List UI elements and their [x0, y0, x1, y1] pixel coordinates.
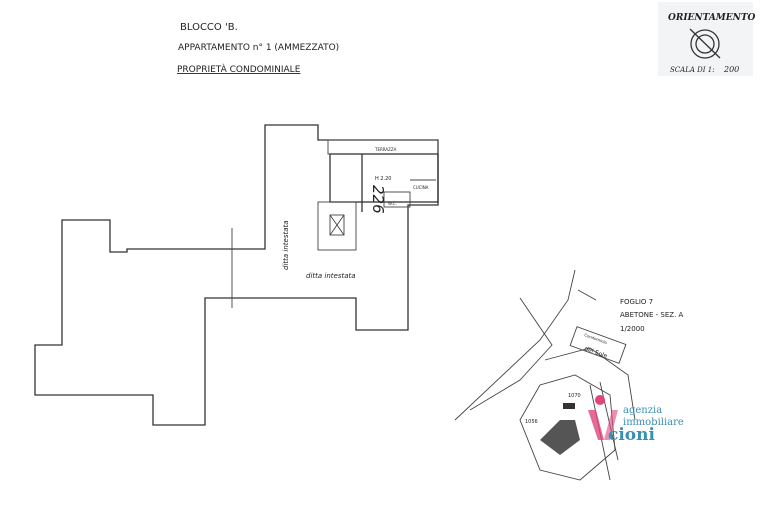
parcel-2: 1070: [568, 393, 581, 399]
map-scale-label: 1/2000: [620, 325, 645, 333]
terrace-label: TERRAZZA: [374, 147, 397, 152]
orientation-title: ORIENTAMENTO: [668, 13, 756, 23]
neighbor-label-horizontal: ditta intestata: [306, 272, 356, 280]
height-label: H 2.20: [375, 176, 391, 182]
logo-line2: immobiliare: [623, 417, 684, 428]
sheet-label: FOGLIO 7: [620, 298, 653, 306]
road-label-2: del Sole: [583, 345, 608, 360]
ownership-label: PROPRIETÀ CONDOMINIALE: [177, 63, 301, 75]
site-map: [454, 269, 636, 481]
orientation-box: [658, 2, 753, 76]
compass-icon: [689, 28, 721, 59]
wc-label: W.C.: [388, 201, 397, 206]
building-outline: [34, 124, 439, 426]
neighbor-label-vertical: ditta intestata: [282, 220, 290, 270]
scale-label: SCALA DI 1:: [670, 66, 715, 74]
agency-logo: agenzia immobiliare cioni: [588, 395, 684, 445]
parcel-1: 1056: [525, 419, 538, 425]
apartment-unit: [317, 139, 439, 251]
scale-value: 200: [723, 65, 739, 74]
logo-line3: cioni: [608, 425, 656, 445]
block-label: BLOCCO 'B.: [180, 22, 238, 33]
apartment-label: APPARTAMENTO n° 1 (AMMEZZATO): [178, 43, 339, 53]
unit-number: 226: [369, 185, 387, 214]
road-label-1: Condominio: [584, 332, 609, 345]
kitchen-label: CUCINA: [413, 185, 429, 190]
logo-line1: agenzia: [623, 405, 662, 416]
location-label: ABETONE - SEZ. A: [620, 311, 684, 319]
